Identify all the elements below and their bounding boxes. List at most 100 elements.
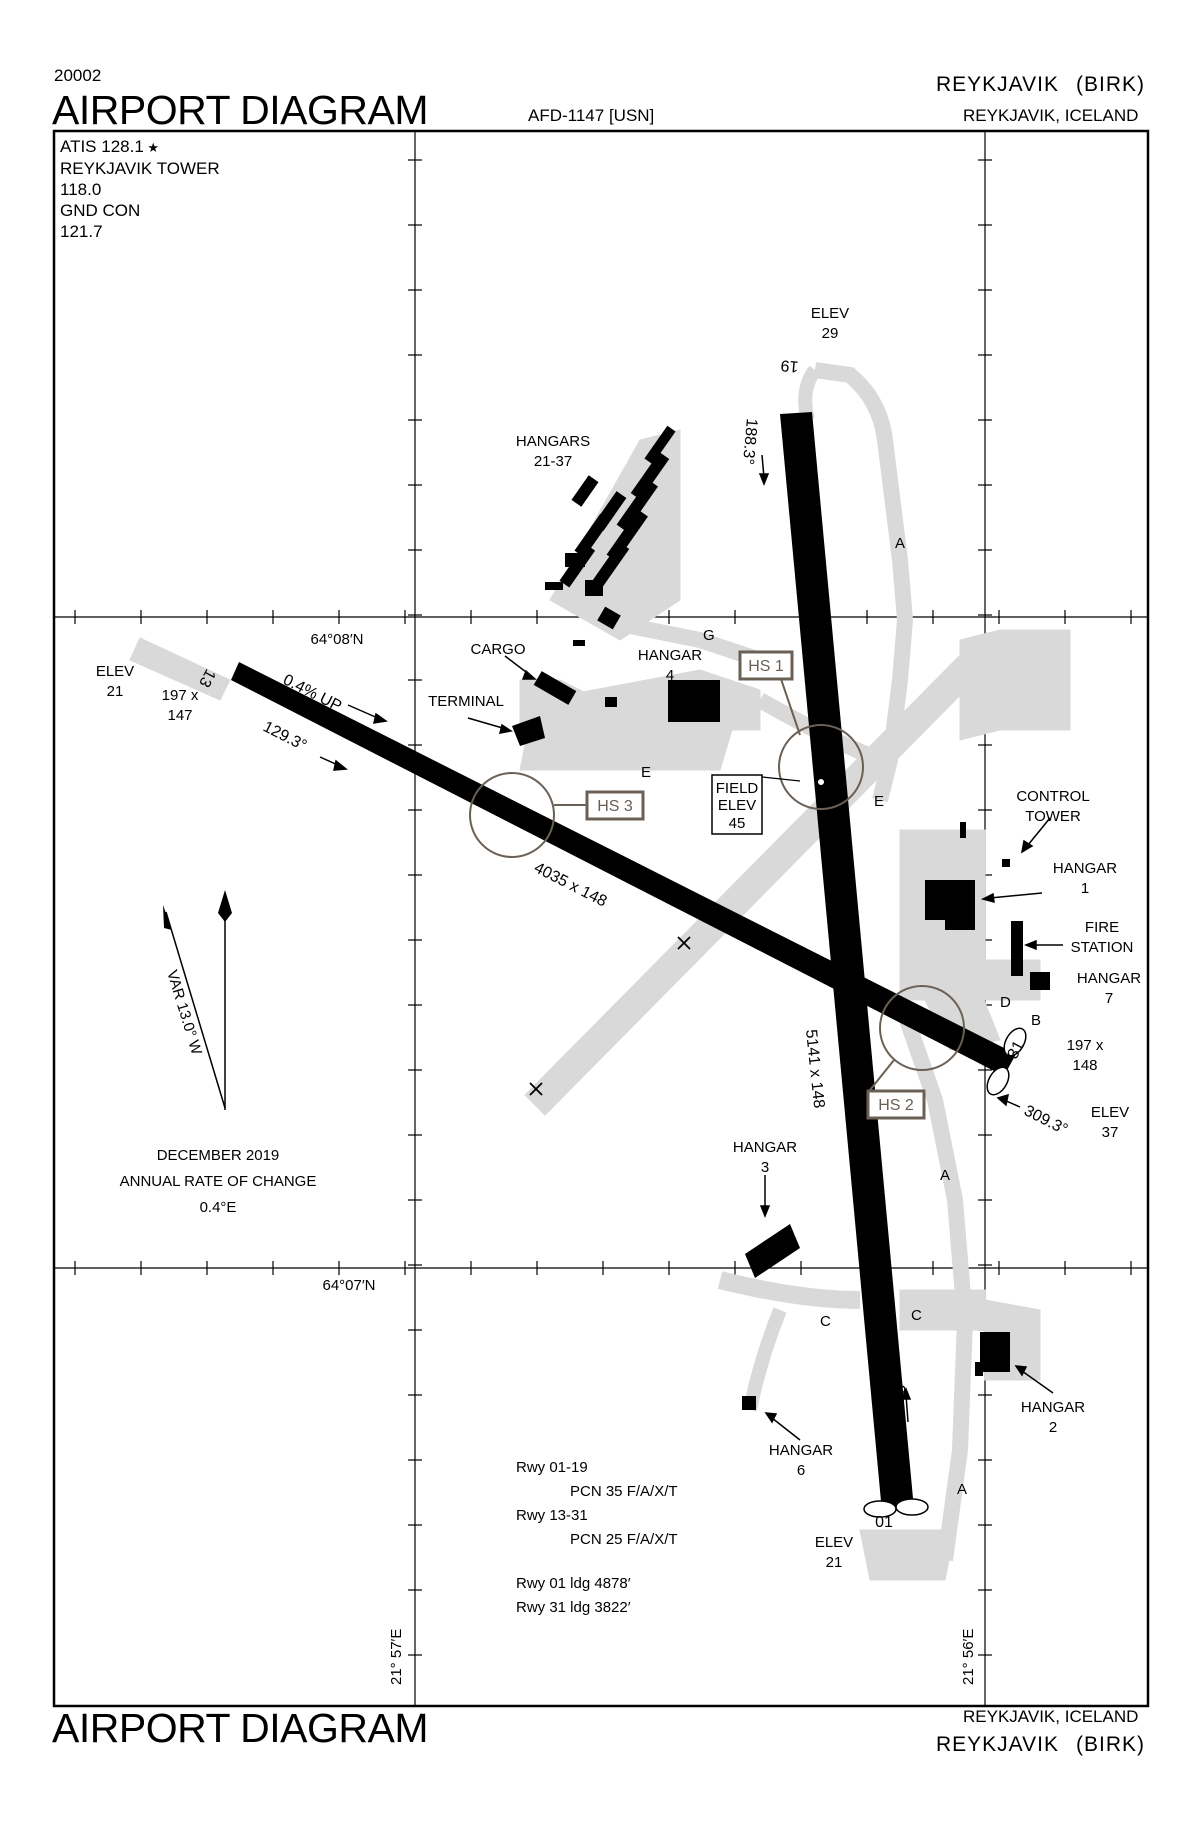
atis-frequency: ATIS 128.1	[60, 137, 144, 156]
elev-west-value: 21	[107, 683, 124, 700]
footer-title: AIRPORT DIAGRAM	[52, 1705, 429, 1751]
overrun-east-a: 197 x	[1067, 1037, 1104, 1054]
field-elev-leader	[761, 776, 801, 782]
overrun-west-b: 147	[167, 707, 192, 724]
fire-station-label: FIRE	[1085, 919, 1119, 936]
taxiway-g-label: G	[703, 627, 715, 644]
direction-arrows	[319, 454, 1021, 1423]
runway-13-31	[231, 662, 1016, 1076]
rwy13-overrun	[129, 637, 231, 701]
hotspot-2-box	[866, 1089, 926, 1120]
variation-date: DECEMBER 2019	[157, 1147, 280, 1164]
east-apron	[999, 629, 1071, 731]
hangars-21-37-label: HANGARS	[516, 433, 590, 450]
closed-markers	[529, 936, 691, 1096]
hotspot-1-label: HS 1	[748, 658, 784, 675]
landing-distance-1: Rwy 01 ldg 4878′	[516, 1575, 631, 1592]
buildings	[512, 425, 1050, 1410]
taxiway-c-west-label: C	[820, 1313, 831, 1330]
ground-name: GND CON	[60, 201, 141, 220]
star-icon: ★	[143, 140, 160, 155]
hotspot-3-circle	[469, 772, 555, 858]
elev-east-value: 37	[1102, 1124, 1119, 1141]
terminal-apron	[539, 669, 761, 731]
hangar-22-building	[630, 452, 670, 500]
hotspot-2-leader	[869, 1059, 895, 1091]
rwy31-upper-petal	[1003, 1027, 1027, 1057]
hangar-1-annex	[930, 900, 950, 920]
rwy31-heading-arrow-head	[996, 1093, 1009, 1107]
footer-airport-name: REYKJAVIK	[936, 1733, 1059, 1756]
pcn2-value: PCN 25 F/A/X/T	[570, 1531, 678, 1548]
hangar-21-building	[644, 425, 676, 465]
elev-south-value: 21	[826, 1554, 843, 1571]
rwy13-number: 13	[195, 666, 218, 690]
rwy13-heading: 129.3°	[260, 718, 309, 754]
hangar-7-label: HANGAR	[1077, 970, 1141, 987]
field-elev-point	[818, 779, 824, 785]
footer-airport-id: (BIRK)	[1076, 1733, 1145, 1756]
taxiway-e-east-label: E	[874, 793, 884, 810]
taxiway-a-south	[892, 997, 974, 1562]
taxiway-c-east-label: C	[911, 1307, 922, 1324]
hangar-34-building	[573, 640, 585, 646]
lat-north-label: 64°08′N	[310, 631, 363, 648]
rwy01-number: 01	[875, 1514, 893, 1531]
frequency-block: ATIS 128.1 ★ REYKJAVIK TOWER 118.0 GND C…	[60, 136, 220, 242]
hangar-3-number: 3	[761, 1159, 769, 1176]
hangar-1-label: HANGAR	[1053, 860, 1117, 877]
control-tower-leader-head	[1020, 839, 1034, 854]
hangar-31-building	[585, 580, 603, 596]
rwy01-19-dimensions: 5141 x 148	[802, 1029, 827, 1110]
fire-station-leader-head	[1023, 939, 1037, 951]
hangar-2-label: HANGAR	[1021, 1399, 1085, 1416]
fire-station-label-2: STATION	[1071, 939, 1134, 956]
hotspot-1-leader	[780, 678, 801, 736]
hangar-3-building	[745, 1224, 800, 1278]
airport-id: (BIRK)	[1076, 73, 1145, 96]
elev-north-label: ELEV	[811, 305, 849, 322]
pcn1-runway: Rwy 01-19	[516, 1459, 588, 1476]
tower-frequency: 118.0	[60, 180, 102, 199]
hangar-4-label: HANGAR	[638, 647, 702, 664]
hangar-7-building	[1030, 972, 1050, 990]
hangar6-leader-head	[764, 1412, 778, 1424]
rwy19-number: 19	[780, 356, 799, 374]
coordinate-labels: 64°08′N 64°07′N 21° 57′E 21° 56′E	[310, 631, 977, 1685]
taxiway-letters: A A A B C C D E E G	[641, 535, 1041, 1498]
hotspot-2-label: HS 2	[878, 1097, 914, 1114]
elev-north-value: 29	[822, 325, 839, 342]
elev-east-label: ELEV	[1091, 1104, 1129, 1121]
small-building-1	[605, 697, 617, 707]
cargo-building	[533, 671, 577, 705]
ground-frequency: 121.7	[60, 222, 103, 241]
page-title: AIRPORT DIAGRAM	[52, 87, 429, 133]
hotspot-1-box	[738, 650, 794, 681]
control-tower-label-2: TOWER	[1025, 808, 1081, 825]
hangar-2-number: 2	[1049, 1419, 1057, 1436]
control-area-marker	[960, 822, 966, 838]
rwy13-heading-arrow-head	[333, 759, 348, 771]
hangar3-leader-head	[759, 1205, 771, 1219]
hangar-1-number: 1	[1081, 880, 1089, 897]
rwy19-heading: 188.3°	[739, 418, 760, 466]
hangar-6-number: 6	[797, 1462, 805, 1479]
hangar-2-building	[980, 1332, 1010, 1372]
taxiway-a-north	[813, 362, 914, 802]
hangar1-leader	[989, 892, 1043, 899]
field-elev-line2: ELEV	[718, 797, 756, 814]
rwy01-right-petal	[895, 1498, 929, 1516]
hangar1-leader-head	[980, 892, 995, 904]
hot-spots: HS 1 HS 2 HS 3	[469, 650, 965, 1120]
stopway-markers	[863, 1027, 1027, 1518]
rwy01-heading-arrow-head	[900, 1386, 912, 1400]
chart-frame	[52, 129, 1150, 1708]
hangar-4-number: 4	[666, 667, 674, 684]
magnetic-north-shaft	[165, 911, 226, 1109]
hangar-33-building	[545, 582, 563, 590]
hangar-30-building	[565, 553, 585, 567]
true-north-arrowhead-icon	[218, 890, 232, 922]
hotspot-2-circle	[879, 985, 965, 1071]
cargo-label: CARGO	[470, 641, 525, 658]
elevation-labels: ELEV 29 ELEV 21 ELEV 21 ELEV 37 197 x 14…	[96, 305, 1129, 1571]
